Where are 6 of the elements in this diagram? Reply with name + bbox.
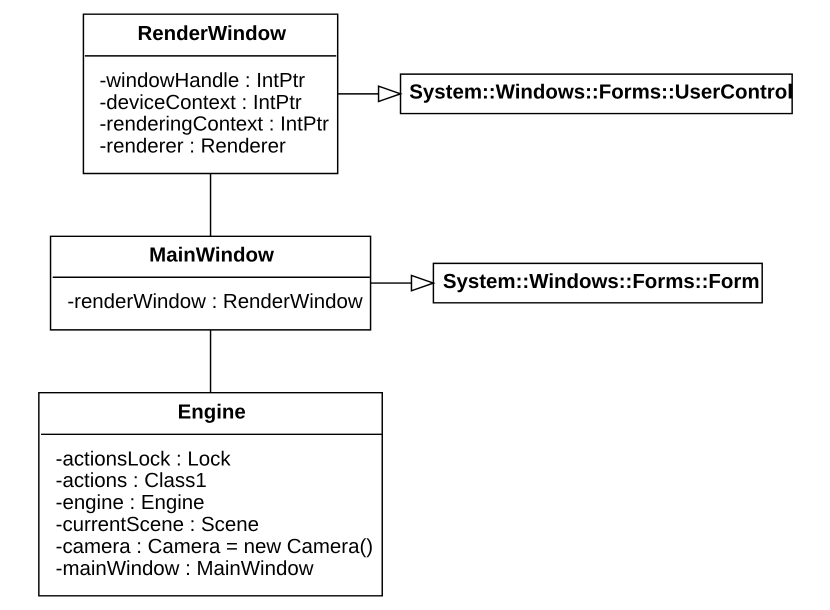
arrow (370, 274, 436, 292)
connector (209, 330, 211, 393)
connector (209, 174, 211, 236)
node-box: System::Windows::Forms::UserControl (399, 73, 792, 114)
node-box: System::Windows::Forms::Form (432, 262, 762, 304)
arrow (337, 85, 402, 103)
